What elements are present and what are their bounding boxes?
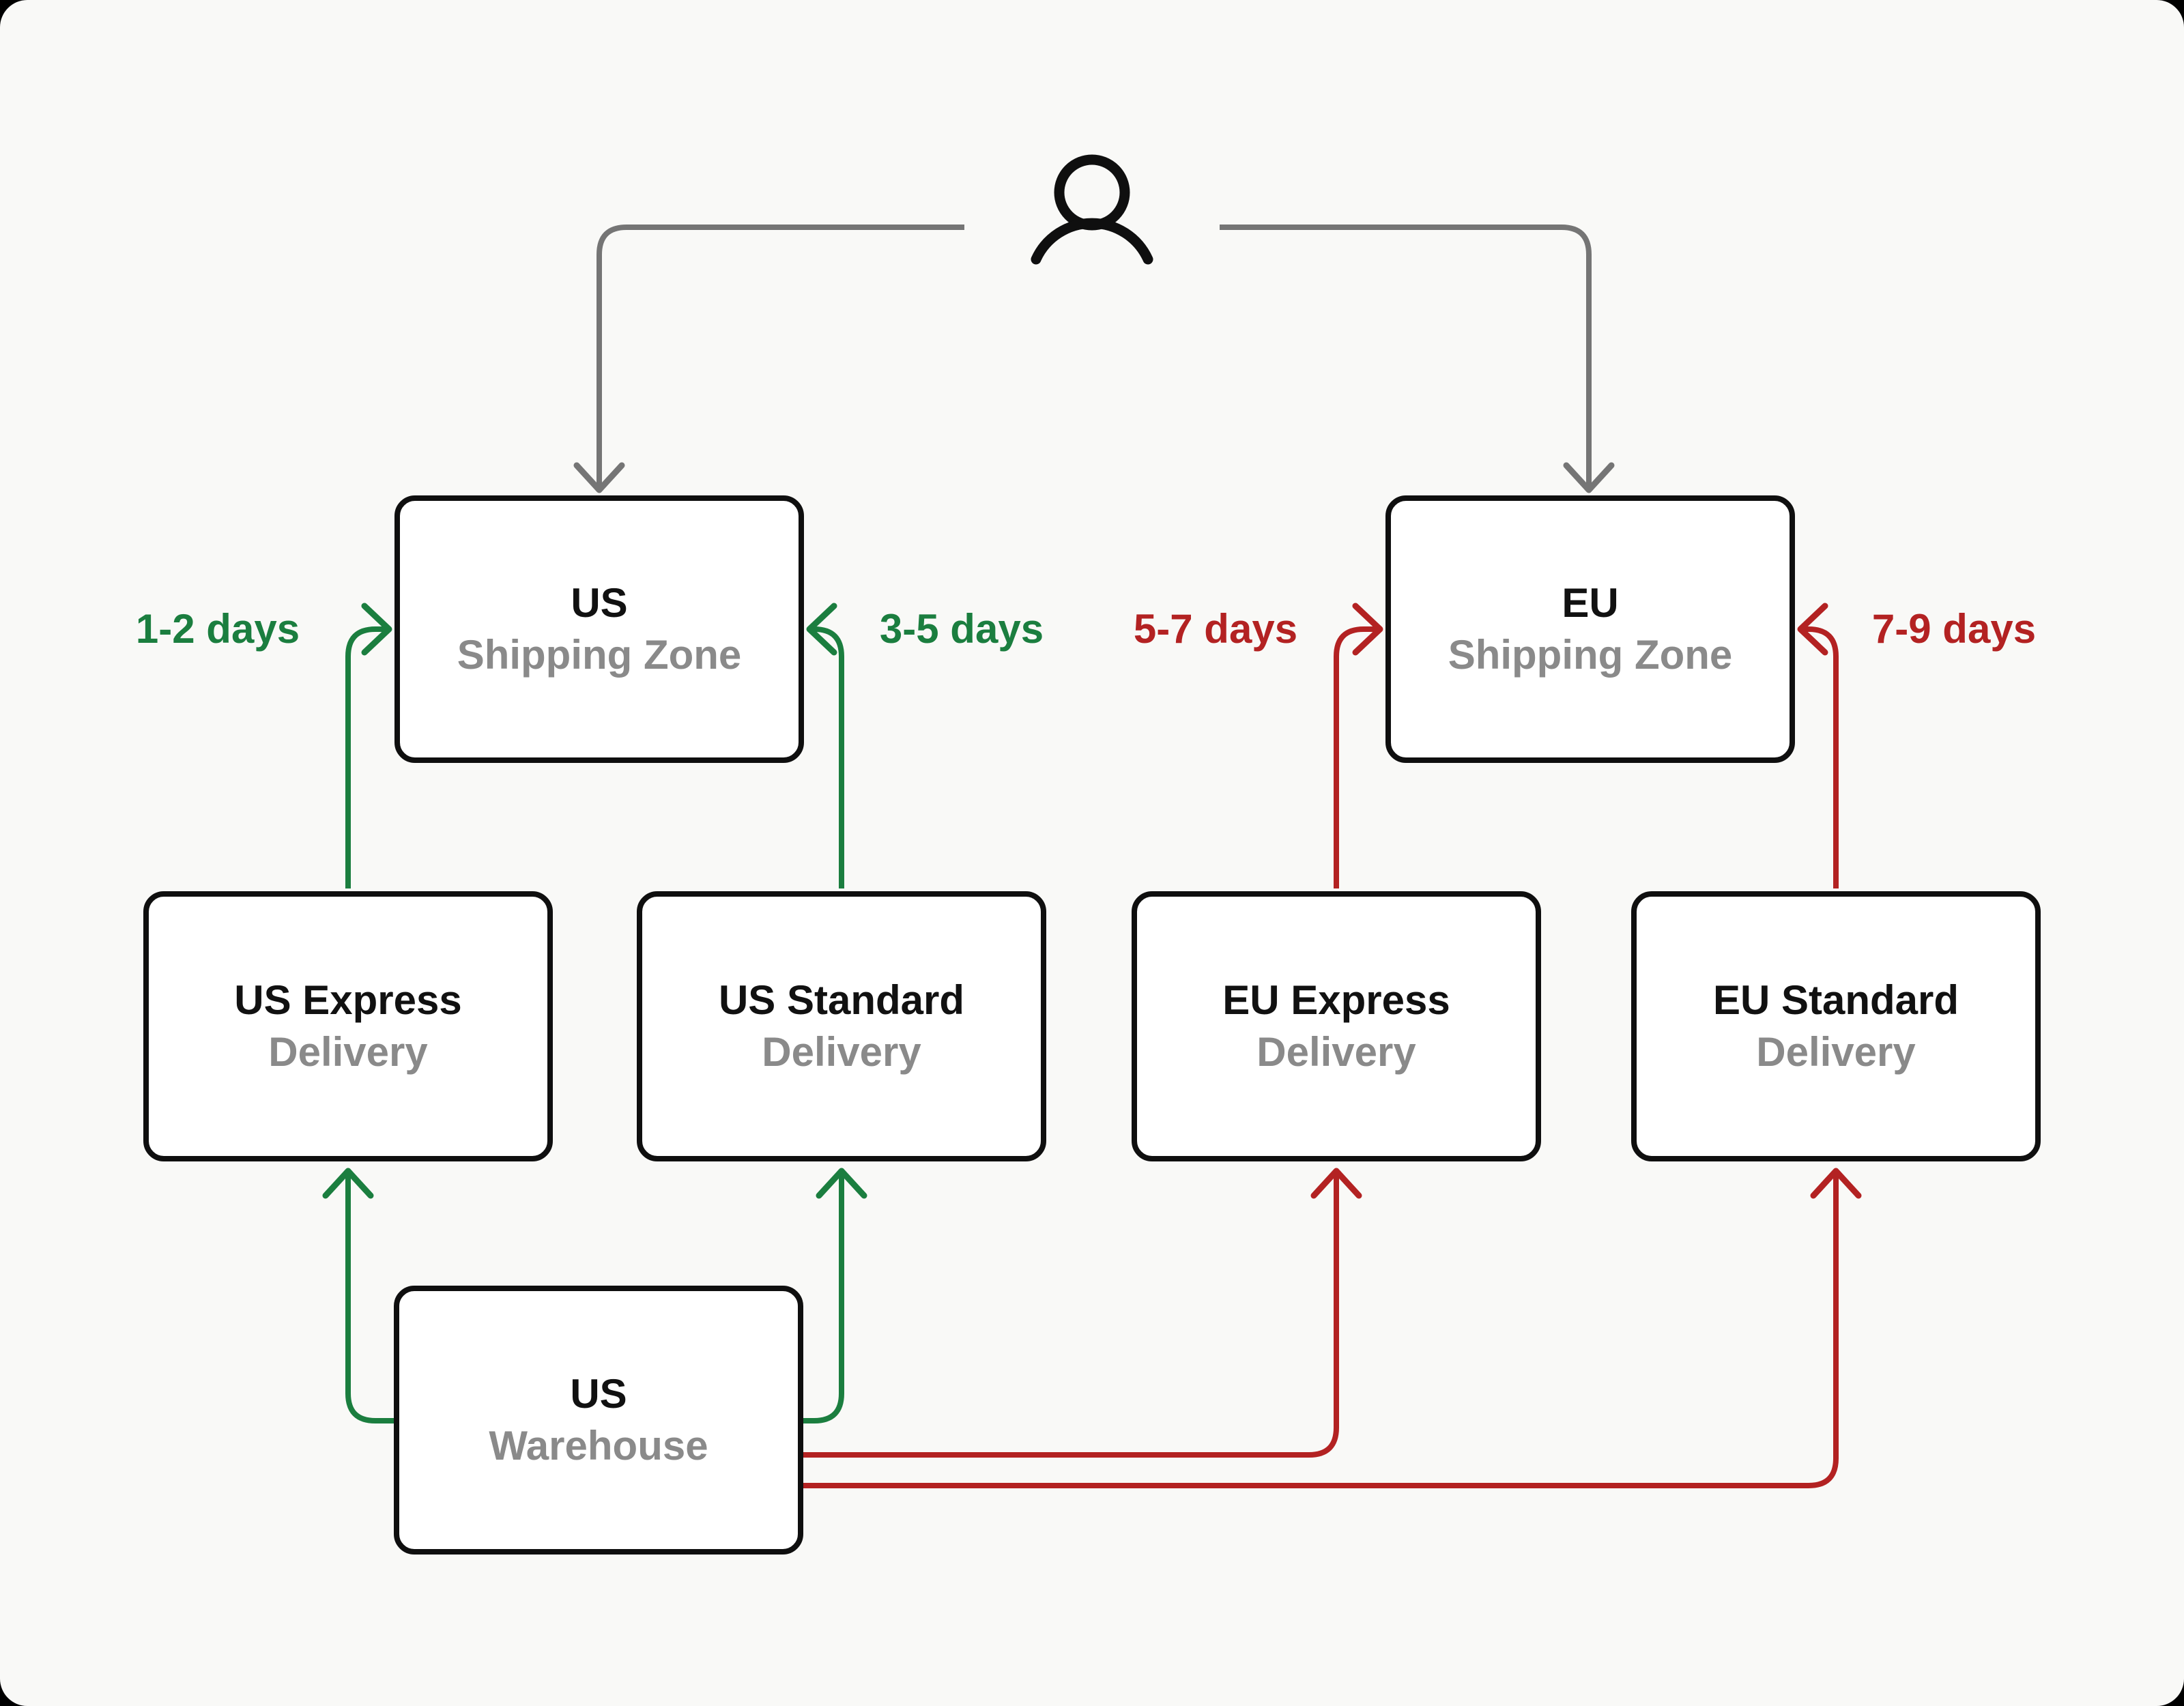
- node-subtitle: Shipping Zone: [457, 632, 742, 678]
- node-subtitle: Warehouse: [489, 1423, 708, 1469]
- node-title: US Express: [234, 977, 462, 1023]
- node-title: US Standard: [718, 977, 965, 1023]
- node-eu-express-delivery: EU Express Delivery: [1132, 891, 1541, 1161]
- edge-eu-standard-to-eu-zone-arrowhead: [1797, 603, 1828, 656]
- edge-label-us-standard-time: 3-5 days: [879, 606, 1044, 652]
- edge-warehouse-to-eu-standard-arrowhead: [1810, 1168, 1862, 1199]
- edge-eu-express-to-eu-zone: [1334, 626, 1376, 888]
- node-eu-shipping-zone: EU Shipping Zone: [1385, 495, 1795, 763]
- node-subtitle: Delivery: [762, 1029, 921, 1075]
- node-subtitle: Delivery: [268, 1029, 428, 1075]
- edge-customer-to-us-zone-arrowhead: [573, 462, 625, 493]
- edge-warehouse-to-eu-express-arrowhead: [1310, 1168, 1362, 1199]
- node-us-warehouse: US Warehouse: [394, 1286, 803, 1555]
- edge-label-eu-standard-time: 7-9 days: [1871, 606, 2037, 652]
- node-subtitle: Delivery: [1256, 1029, 1416, 1075]
- node-us-express-delivery: US Express Delivery: [143, 891, 553, 1161]
- edge-us-express-to-us-zone: [345, 626, 385, 888]
- edge-us-express-to-us-zone-arrowhead: [361, 603, 392, 656]
- node-subtitle: Delivery: [1756, 1029, 1916, 1075]
- edge-customer-to-eu-zone: [1220, 225, 1592, 486]
- edge-warehouse-to-eu-standard: [800, 1174, 1839, 1488]
- edge-label-us-express-time: 1-2 days: [135, 606, 300, 652]
- edge-eu-express-to-eu-zone-arrowhead: [1352, 603, 1383, 656]
- edge-eu-standard-to-eu-zone: [1805, 626, 1839, 888]
- node-title: US: [571, 580, 628, 626]
- node-title: EU Standard: [1712, 977, 1959, 1023]
- node-us-standard-delivery: US Standard Delivery: [637, 891, 1046, 1161]
- node-title: EU: [1562, 580, 1619, 626]
- node-title: US: [570, 1371, 627, 1417]
- edge-label-eu-express-time: 5-7 days: [1133, 606, 1298, 652]
- edge-us-standard-to-us-zone: [814, 626, 844, 888]
- node-subtitle: Shipping Zone: [1448, 632, 1733, 678]
- edge-warehouse-to-us-standard: [800, 1174, 844, 1423]
- edge-warehouse-to-eu-express: [800, 1174, 1339, 1458]
- edge-us-standard-to-us-zone-arrowhead: [806, 603, 837, 656]
- person-icon: [1031, 154, 1153, 265]
- node-title: EU Express: [1222, 977, 1450, 1023]
- edge-warehouse-to-us-express-arrowhead: [322, 1168, 374, 1199]
- node-eu-standard-delivery: EU Standard Delivery: [1631, 891, 2041, 1161]
- edge-customer-to-eu-zone-arrowhead: [1563, 462, 1615, 493]
- edge-warehouse-to-us-express: [345, 1174, 397, 1423]
- edge-customer-to-us-zone: [597, 225, 964, 486]
- node-us-shipping-zone: US Shipping Zone: [394, 495, 804, 763]
- edge-warehouse-to-us-standard-arrowhead: [816, 1168, 867, 1199]
